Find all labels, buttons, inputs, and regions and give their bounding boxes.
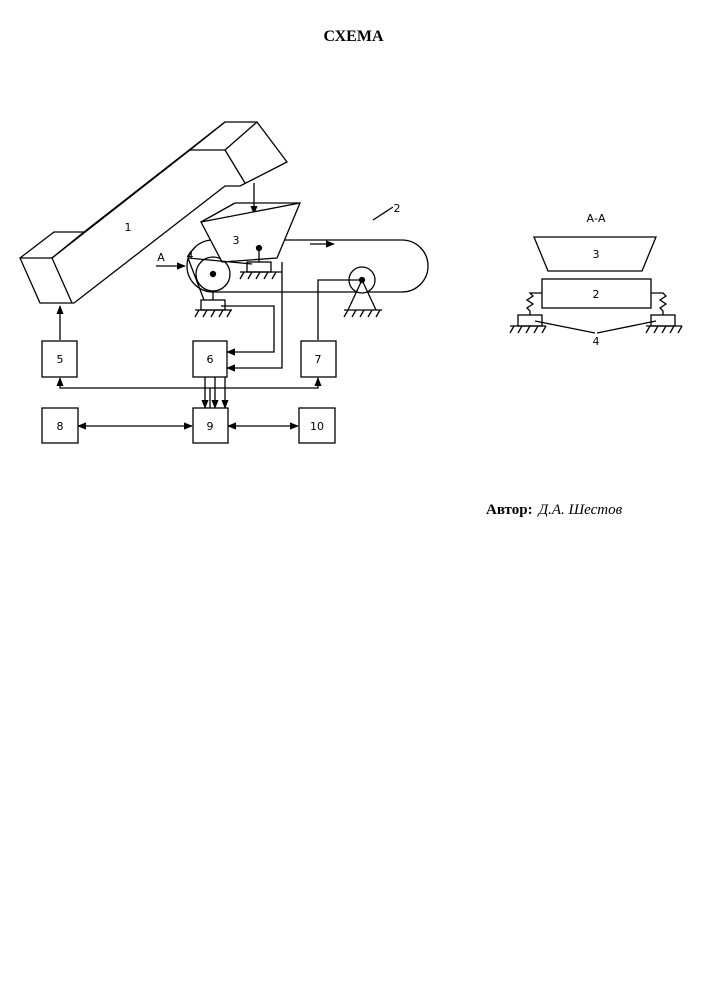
block-8-label: 8 xyxy=(57,420,64,433)
block-5-label: 5 xyxy=(57,353,64,366)
conveyor-label: 1 xyxy=(125,221,132,234)
sensor-label: 4 xyxy=(187,249,194,262)
block-6-label: 6 xyxy=(207,353,214,366)
author-name: Д.А. Шестов xyxy=(539,502,623,518)
author-label: Автор: xyxy=(486,502,533,518)
pulley-load-sensor xyxy=(195,291,232,317)
author-line: Автор: Д.А. Шестов xyxy=(486,502,622,519)
section-hopper-label: 3 xyxy=(593,248,600,261)
block-9-label: 9 xyxy=(207,420,214,433)
block-7-label: 7 xyxy=(315,353,322,366)
view-arrow-label: А xyxy=(157,251,165,264)
section-sensor-label: 4 xyxy=(593,335,600,348)
hopper xyxy=(201,203,300,262)
inclined-conveyor xyxy=(20,122,287,303)
hopper-label: 3 xyxy=(233,234,240,247)
section-belt-label: 2 xyxy=(593,288,600,301)
belt-label: 2 xyxy=(394,202,401,215)
section-title: А-А xyxy=(586,212,605,225)
block-10-label: 10 xyxy=(310,420,324,433)
